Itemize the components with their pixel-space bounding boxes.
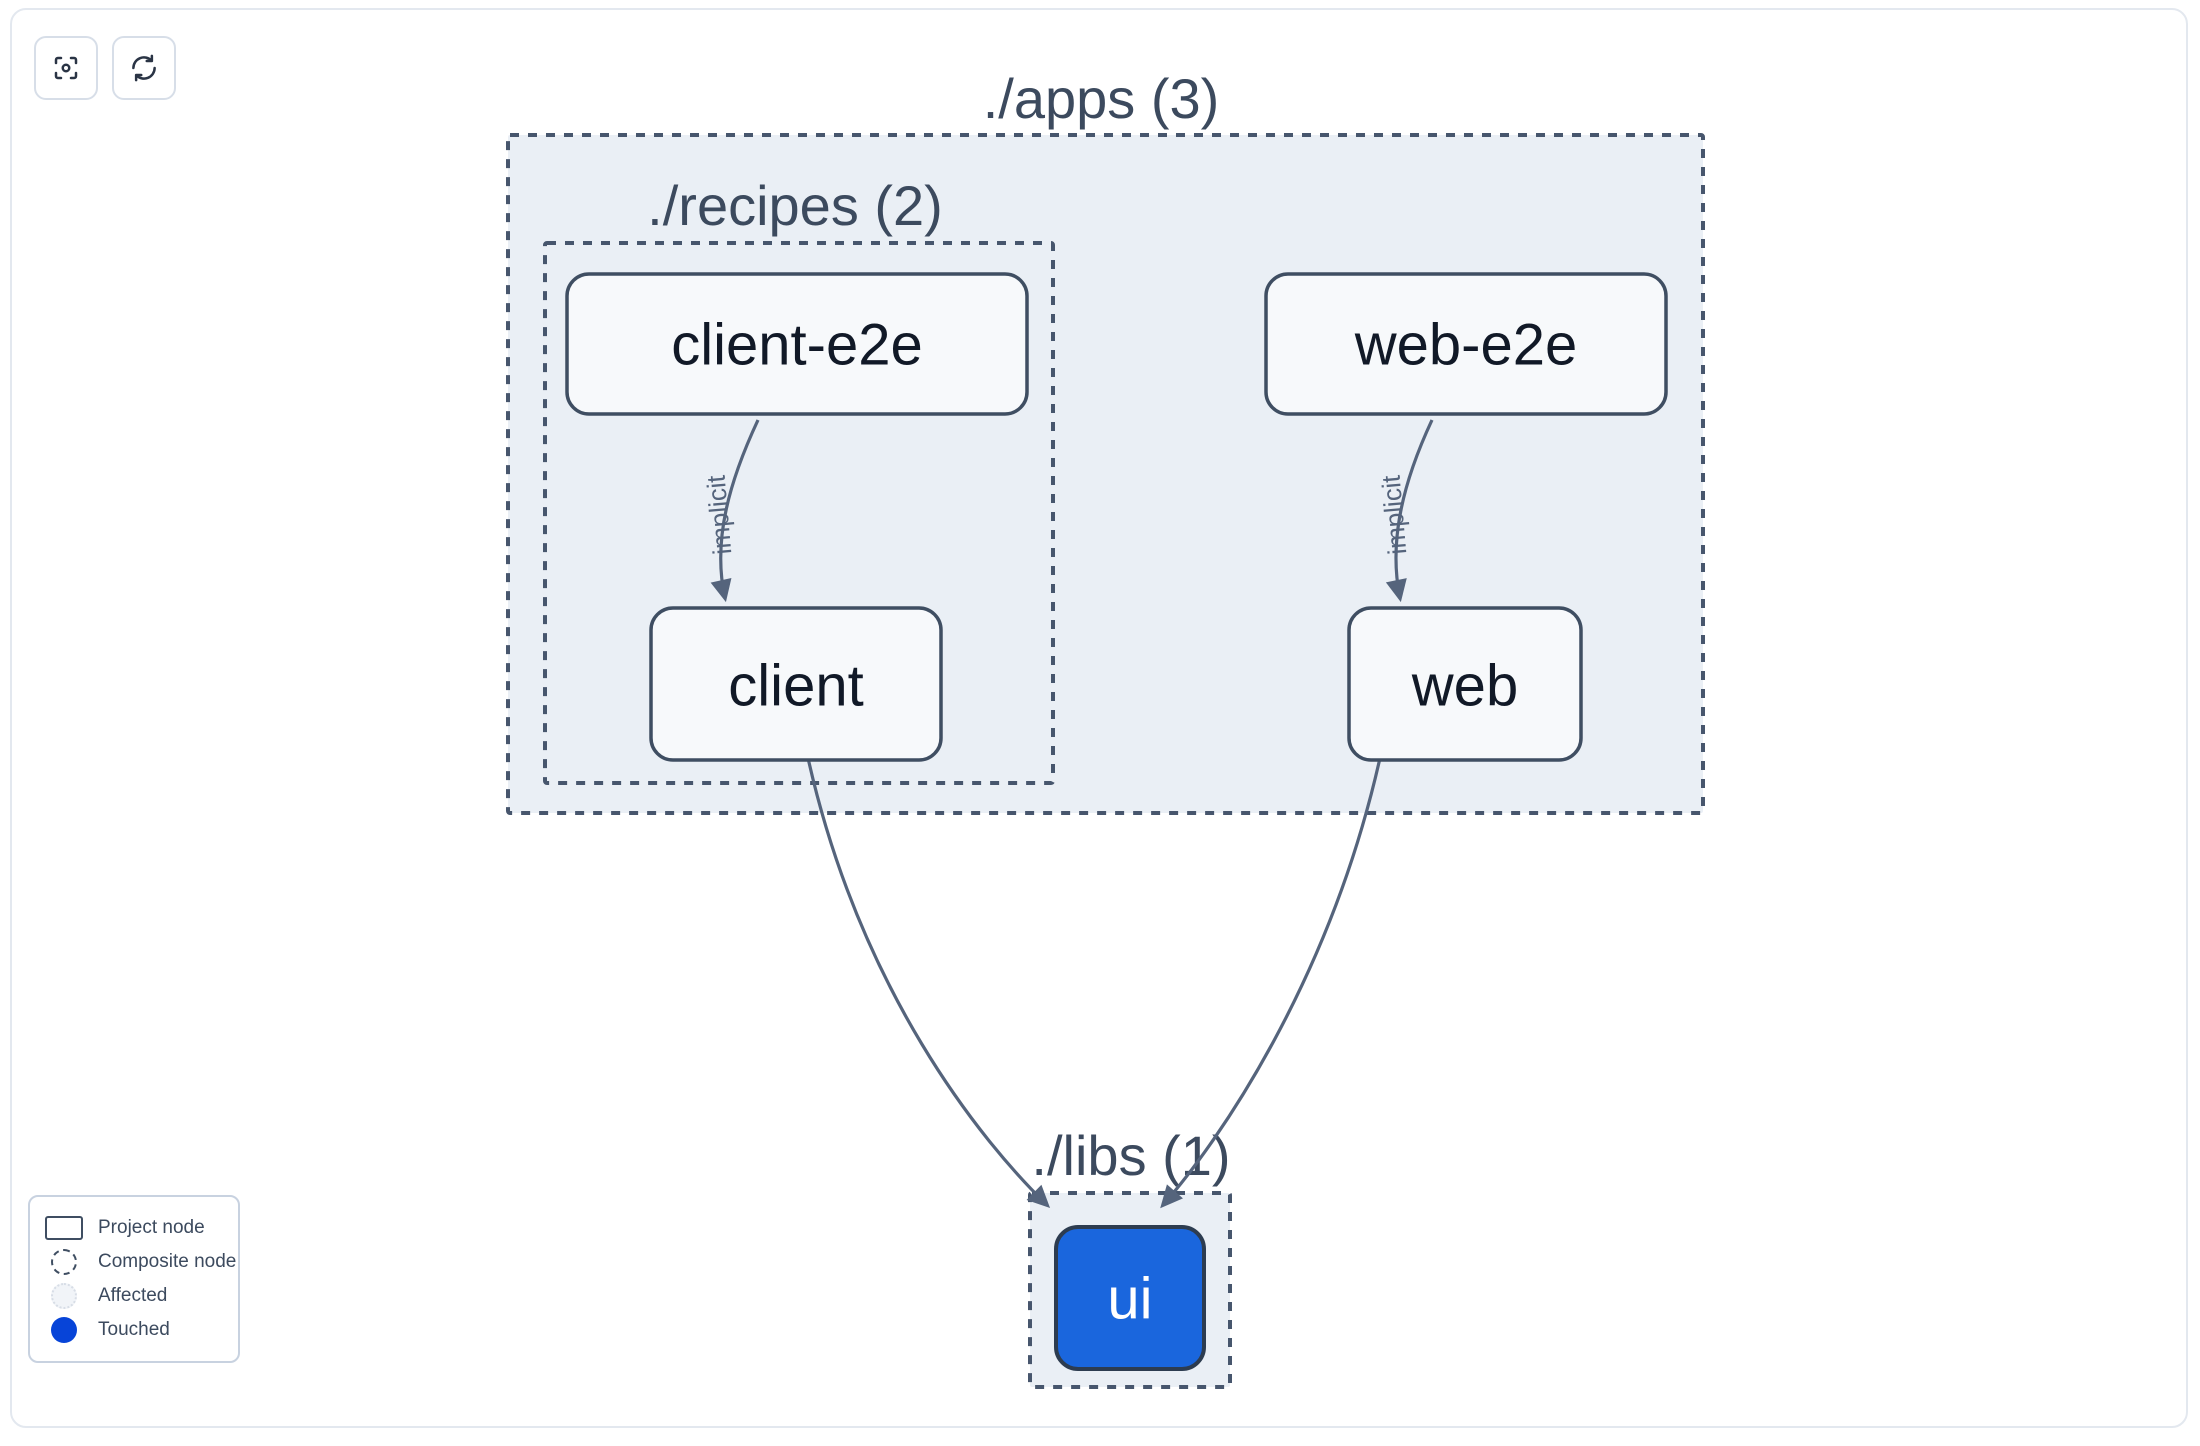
- node-client-e2e[interactable]: client-e2e: [565, 272, 1029, 416]
- legend-item-composite-node: Composite node: [44, 1245, 236, 1279]
- touched-swatch: [44, 1317, 84, 1343]
- node-client[interactable]: client: [649, 606, 943, 762]
- graph-legend: Project node Composite node Affected Tou…: [28, 1195, 240, 1363]
- legend-label-affected: Affected: [98, 1285, 168, 1306]
- legend-label-touched: Touched: [98, 1319, 170, 1340]
- refresh-button[interactable]: [112, 36, 176, 100]
- legend-item-affected: Affected: [44, 1279, 222, 1313]
- group-recipes-label: ./recipes (2): [647, 174, 943, 237]
- legend-item-project-node: Project node: [44, 1211, 222, 1245]
- node-web-e2e-label: web-e2e: [1354, 313, 1577, 378]
- legend-label-project-node: Project node: [98, 1217, 205, 1238]
- graph-toolbar: [34, 36, 176, 100]
- group-apps-label: ./apps (3): [983, 67, 1220, 130]
- node-client-label: client: [728, 654, 863, 719]
- node-ui-label: ui: [1107, 1267, 1152, 1332]
- focus-target-icon: [51, 53, 81, 83]
- node-client-e2e-label: client-e2e: [671, 313, 922, 378]
- node-web-e2e[interactable]: web-e2e: [1264, 272, 1668, 416]
- node-ui[interactable]: ui: [1054, 1225, 1206, 1371]
- node-web-label: web: [1411, 654, 1518, 719]
- affected-swatch: [44, 1283, 84, 1309]
- project-node-swatch: [44, 1215, 84, 1241]
- node-web[interactable]: web: [1347, 606, 1583, 762]
- refresh-icon: [129, 53, 159, 83]
- focus-button[interactable]: [34, 36, 98, 100]
- legend-item-touched: Touched: [44, 1313, 222, 1347]
- composite-node-swatch: [44, 1249, 84, 1275]
- group-libs-label: ./libs (1): [1031, 1124, 1230, 1187]
- legend-label-composite-node: Composite node: [98, 1251, 237, 1272]
